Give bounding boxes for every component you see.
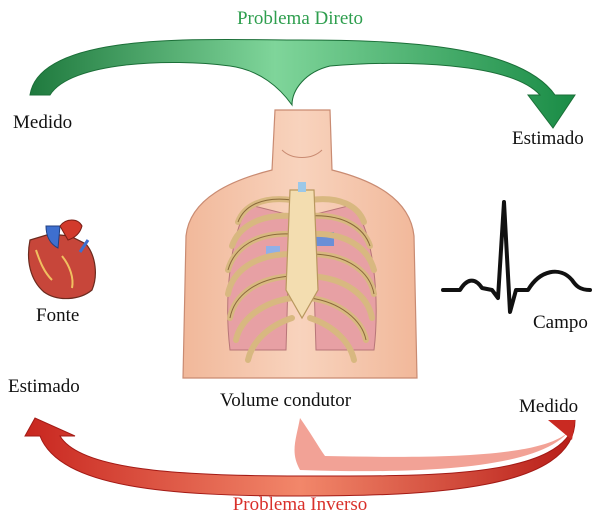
torso-ribcage-illustration (182, 109, 418, 380)
field-label: Campo (533, 312, 588, 333)
conductor-label: Volume condutor (220, 390, 352, 411)
direct-problem-title: Problema Direto (236, 8, 364, 29)
heart-icon (27, 219, 96, 300)
direct-start-label: Medido (13, 112, 73, 133)
inverse-start-label: Medido (519, 396, 579, 417)
ecg-waveform-icon (441, 200, 592, 314)
inverse-end-label: Estimado (8, 376, 80, 397)
inverse-problem-arrow (24, 417, 576, 497)
direct-problem-arrow (29, 38, 576, 129)
source-label: Fonte (36, 305, 80, 326)
direct-end-label: Estimado (512, 128, 584, 149)
inverse-problem-title: Problema Inverso (232, 494, 368, 515)
